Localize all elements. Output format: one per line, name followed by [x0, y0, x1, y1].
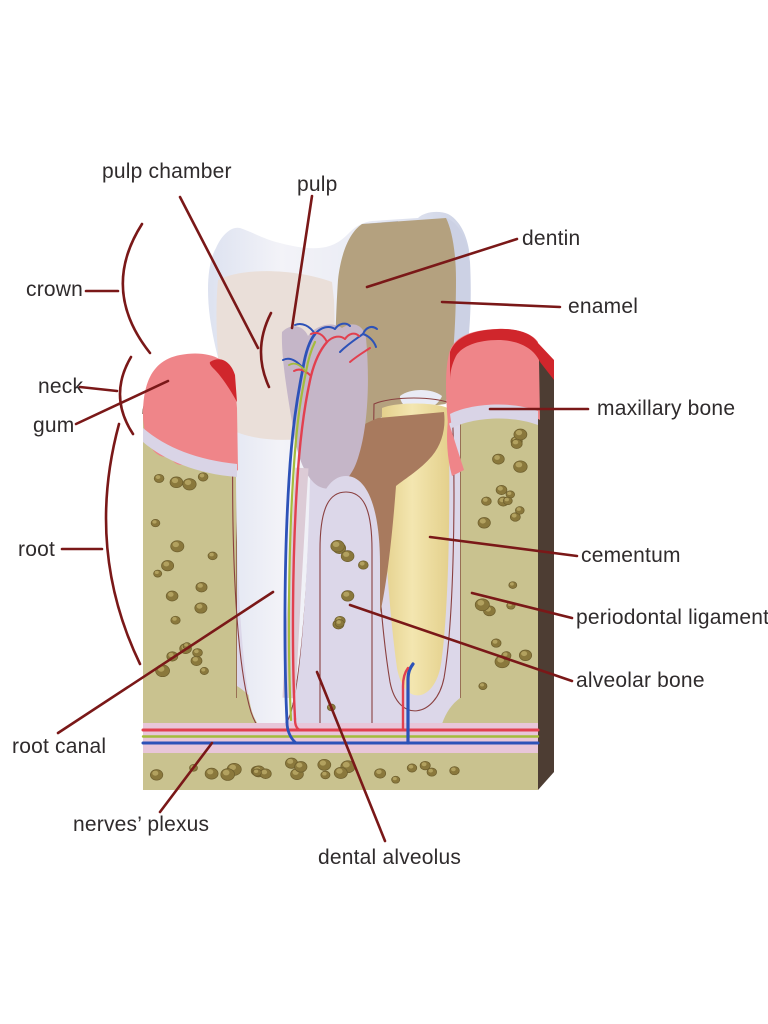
- neck-bracket: [118, 355, 135, 436]
- root-canal-vessels: [283, 332, 329, 724]
- gum-left-crest: [209, 359, 237, 402]
- label-gum: gum: [33, 414, 75, 437]
- label-crown: crown: [26, 278, 84, 301]
- bottom-bone-texture: [150, 757, 460, 784]
- interradicular-septum: [312, 476, 380, 725]
- gum-left-mucosa-band: [143, 428, 237, 477]
- label-cementum: cementum: [581, 544, 681, 567]
- septum-bone-texture: [326, 540, 369, 712]
- label-neck: neck: [38, 375, 84, 398]
- right-root-vein: [406, 662, 415, 745]
- left-root-vein-connector: [285, 720, 298, 745]
- label-maxillary-bone: maxillary bone: [597, 397, 736, 420]
- leader-dental-alveolus: [315, 670, 387, 843]
- septum-bone: [319, 491, 373, 725]
- gum-right-wedge: [447, 420, 464, 476]
- leader-root-canal: [56, 590, 275, 735]
- gum-left: [143, 353, 238, 474]
- gum-tissue: [143, 328, 554, 477]
- bone-side-face: [538, 350, 554, 790]
- label-periodontal-ligament: periodontal ligament: [576, 606, 768, 629]
- gum-right: [446, 328, 540, 424]
- left-root-artery-connector: [293, 717, 302, 732]
- leader-pulp-chamber: [178, 195, 260, 350]
- gum-right-mucosa-band: [450, 404, 538, 428]
- root-bracket: [104, 422, 142, 666]
- label-root-canal: root canal: [12, 735, 107, 758]
- label-alveolar-bone: alveolar bone: [576, 669, 705, 692]
- label-nerves-plexus: nerves’ plexus: [73, 813, 210, 836]
- leader-alveolar-bone: [348, 603, 574, 683]
- label-dental-alveolus: dental alveolus: [318, 846, 462, 869]
- leader-lines: [56, 194, 590, 843]
- leader-pulp: [290, 194, 314, 330]
- label-enamel: enamel: [568, 295, 639, 318]
- leader-dentin: [365, 237, 519, 289]
- leader-nerves-plexus: [158, 741, 214, 814]
- leader-enamel: [440, 300, 562, 309]
- label-root: root: [18, 538, 55, 561]
- leader-cementum: [428, 535, 579, 558]
- label-pulp-chamber: pulp chamber: [102, 160, 232, 183]
- gum-right-crest: [450, 328, 554, 380]
- crown-bracket: [121, 222, 152, 355]
- pulp-chamber-bracket: [259, 311, 273, 389]
- leader-periodontal-ligament: [470, 591, 574, 620]
- tooth: [208, 211, 471, 733]
- leader-neck: [78, 385, 119, 393]
- label-dentin: dentin: [522, 227, 581, 250]
- label-pulp: pulp: [297, 173, 338, 196]
- right-root-artery: [401, 666, 410, 732]
- leader-gum: [74, 379, 170, 426]
- pulp-vessels: [282, 322, 378, 377]
- bone-under-right-root: [442, 698, 460, 724]
